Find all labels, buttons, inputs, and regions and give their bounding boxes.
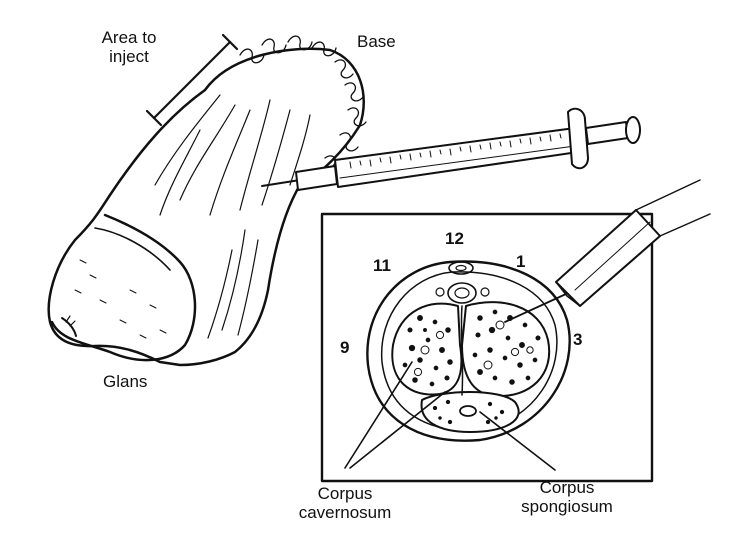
glans-label: Glans (103, 372, 148, 391)
syringe-needle (261, 179, 301, 187)
sinusoid-rings (413, 320, 534, 377)
shaft-outline (47, 47, 365, 367)
glans-outline (50, 213, 197, 362)
leader-corpus-spongiosum (479, 411, 556, 471)
corpus-spongiosum-line1: Corpus (539, 478, 595, 497)
clock-9: 9 (340, 338, 350, 357)
glans-shading (74, 259, 167, 339)
clock-11: 11 (373, 256, 391, 275)
inset-needle-shaft (504, 293, 567, 323)
area-to-inject-line2: inject (109, 47, 149, 66)
corona-line (94, 227, 171, 271)
clock-3: 3 (573, 330, 583, 349)
leader-corpus-cavernosum-a (344, 361, 413, 469)
syringe (261, 107, 641, 191)
area-to-inject-bracket (145, 33, 239, 127)
corpus-cavernosum-label: Corpus cavernosum (285, 484, 405, 522)
clock-1: 1 (516, 252, 526, 271)
corpus-cavernosum-right (461, 301, 551, 398)
corpus-cavernosum-line2: cavernosum (298, 503, 392, 522)
clock-12: 12 (445, 229, 464, 248)
cross-section-inset (320, 179, 711, 483)
corpus-cavernosum-line1: Corpus (317, 484, 373, 503)
syringe-graduations (339, 133, 576, 179)
corpus-spongiosum-line2: spongiosum (521, 497, 613, 516)
base-label: Base (357, 32, 396, 51)
corpus-spongiosum-label: Corpus spongiosum (507, 478, 627, 516)
leader-corpus-cavernosum-b (349, 391, 446, 469)
septum (460, 305, 464, 396)
area-to-inject-label: Area to inject (86, 28, 172, 66)
syringe-plunger-head (625, 116, 641, 144)
syringe-flange (567, 107, 589, 170)
syringe-barrel (334, 127, 579, 188)
dorsal-vein (448, 261, 474, 275)
sinusoid-texture (402, 309, 541, 425)
corpus-cavernosum-left (391, 302, 463, 396)
penis-illustration (47, 35, 367, 367)
area-to-inject-line1: Area to (101, 28, 157, 47)
dorsal-artery (447, 282, 477, 304)
urethra (459, 405, 477, 417)
shaft-shading (154, 94, 311, 339)
inset-needle (504, 179, 711, 323)
syringe-plunger (585, 121, 629, 145)
base-hair (239, 35, 367, 175)
